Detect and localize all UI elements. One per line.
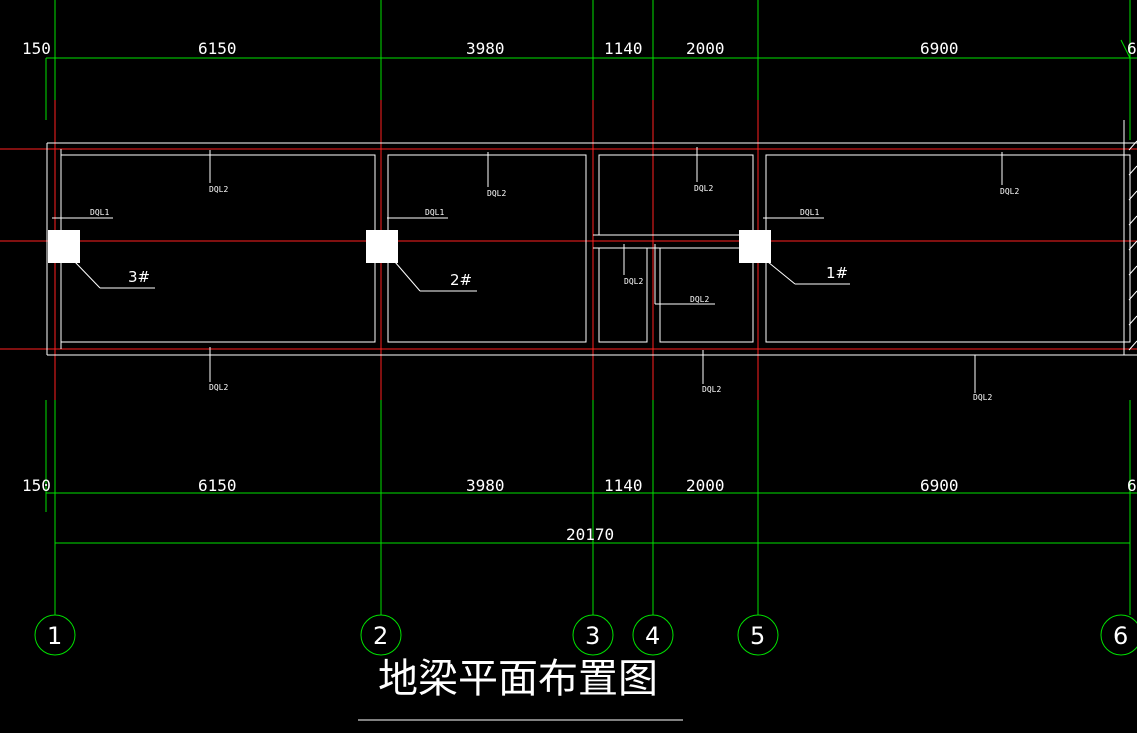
beam-label-dql1: DQL1 xyxy=(800,208,819,217)
leaders xyxy=(52,147,1003,393)
axis-lines xyxy=(45,0,1131,615)
axis-bubble-4 xyxy=(632,614,674,656)
axis-label-4: 4 xyxy=(645,622,660,650)
axis-bubble-3 xyxy=(572,614,614,656)
beam-label-dql2: DQL2 xyxy=(973,393,992,402)
column-mark-3: 3# xyxy=(128,268,150,286)
column-marks: 3# 2# 1# xyxy=(128,264,848,289)
dim-top-150: 150 xyxy=(22,39,51,58)
column-1 xyxy=(739,230,771,263)
axis-label-6: 6 xyxy=(1113,622,1128,650)
bottom-dimension-line xyxy=(46,492,1137,544)
drawing-title-group: 地梁平面布置图 xyxy=(358,656,683,721)
top-dimension-texts: 150 6150 3980 1140 2000 6900 6 xyxy=(22,39,1137,58)
beam-label-dql2: DQL2 xyxy=(624,277,643,286)
dim-bottom-6150: 6150 xyxy=(198,476,237,495)
dim-bottom-3980: 3980 xyxy=(466,476,505,495)
axis-label-2: 2 xyxy=(373,622,388,650)
dim-top-6900: 6900 xyxy=(920,39,959,58)
beam-label-dql2: DQL2 xyxy=(209,383,228,392)
dim-bottom-6900: 6900 xyxy=(920,476,959,495)
axis-bubble-2 xyxy=(360,614,402,656)
dim-top-6: 6 xyxy=(1127,39,1137,58)
axis-label-1: 1 xyxy=(47,622,62,650)
beam-label-dql2: DQL2 xyxy=(1000,187,1019,196)
dim-bottom-150: 150 xyxy=(22,476,51,495)
column-3 xyxy=(48,230,80,263)
column-mark-1: 1# xyxy=(826,264,848,282)
beam-label-dql2: DQL2 xyxy=(209,185,228,194)
dim-top-2000: 2000 xyxy=(686,39,725,58)
beam-label-dql1: DQL1 xyxy=(425,208,444,217)
beam-label-dql2: DQL2 xyxy=(694,184,713,193)
beam-label-dql1: DQL1 xyxy=(90,208,109,217)
dim-top-1140: 1140 xyxy=(604,39,643,58)
beam-labels: DQL2 DQL2 DQL2 DQL2 DQL2 DQL2 DQL2 DQL2 … xyxy=(90,184,1019,402)
dim-bottom-6: 6 xyxy=(1127,476,1137,495)
beam-label-dql2: DQL2 xyxy=(487,189,506,198)
top-dimension-line xyxy=(46,39,1137,59)
axis-label-3: 3 xyxy=(585,622,600,650)
drawing-title: 地梁平面布置图 xyxy=(378,656,658,702)
axis-bubbles: 1 2 3 4 5 6 xyxy=(34,614,1137,656)
column-mark-2: 2# xyxy=(450,271,472,289)
dim-bottom-1140: 1140 xyxy=(604,476,643,495)
dim-top-3980: 3980 xyxy=(466,39,505,58)
axis-label-5: 5 xyxy=(750,622,765,650)
beam-label-dql2: DQL2 xyxy=(690,295,709,304)
column-2 xyxy=(366,230,398,263)
dim-top-6150: 6150 xyxy=(198,39,237,58)
axis-bubble-5 xyxy=(737,614,779,656)
dim-bottom-2000: 2000 xyxy=(686,476,725,495)
bottom-dimension-texts: 150 6150 3980 1140 2000 6900 6 20170 xyxy=(22,476,1137,544)
axis-bubble-1 xyxy=(34,614,76,656)
beam-label-dql2: DQL2 xyxy=(702,385,721,394)
columns xyxy=(48,230,771,263)
dim-total: 20170 xyxy=(566,525,614,544)
axis-bubble-6 xyxy=(1100,614,1137,656)
